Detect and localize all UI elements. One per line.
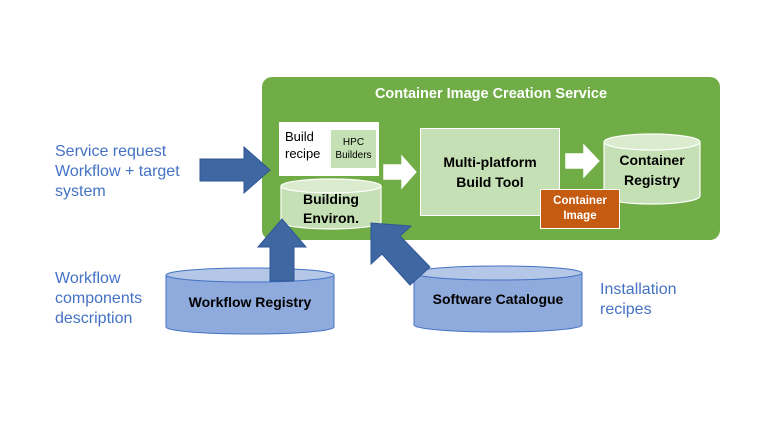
container-image-line1: Container	[553, 195, 607, 207]
build-recipe-label: Build recipe	[285, 128, 325, 162]
recipes-line: recipes	[600, 301, 652, 318]
workflow-registry-label: Workflow Registry	[188, 294, 312, 310]
software-catalogue-cylinder	[413, 265, 583, 333]
workflow-components-text: Workflow components description	[55, 269, 142, 329]
hpc-builders-box: HPC Builders	[331, 130, 376, 168]
building-environ-line1: Building	[302, 191, 359, 207]
build-recipe-line1: Build	[285, 129, 314, 144]
container-registry-cylinder	[603, 133, 701, 205]
container-registry-line1: Container	[619, 152, 685, 168]
hpc-line2: Builders	[335, 150, 372, 161]
multi-platform-build-tool-box: Multi-platform Build Tool	[420, 128, 560, 216]
container-image-line2: Image	[563, 210, 597, 222]
description-line: description	[55, 310, 133, 327]
building-environ-label: Building Environ.	[281, 189, 381, 229]
installation-recipes-text: Installation recipes	[600, 280, 677, 320]
build-tool-line2: Build Tool	[456, 174, 524, 190]
service-request-arrow	[199, 145, 271, 195]
to-build-tool-arrow	[382, 153, 418, 191]
workflow-line: Workflow	[55, 270, 121, 287]
container-image-box: Container Image	[540, 189, 620, 229]
installation-line: Installation	[600, 281, 677, 298]
container-registry-label: Container Registry	[604, 148, 700, 192]
build-recipe-line2: recipe	[285, 146, 321, 161]
building-environ-line2: Environ.	[302, 210, 359, 226]
software-catalogue-diagonal-arrow	[370, 222, 431, 286]
system-line: system	[55, 183, 106, 200]
hpc-line1: HPC	[342, 137, 365, 148]
to-registry-arrow	[564, 142, 601, 180]
build-tool-line1: Multi-platform	[443, 154, 537, 170]
container-registry-line2: Registry	[623, 172, 681, 188]
workflow-registry-up-arrow	[256, 218, 308, 282]
software-catalogue-label: Software Catalogue	[432, 291, 564, 307]
service-request-line: Service request	[55, 143, 167, 160]
components-line: components	[55, 290, 143, 307]
workflow-target-line: Workflow + target	[55, 163, 180, 180]
service-request-text: Service request Workflow + target system	[55, 142, 180, 202]
service-title: Container Image Creation Service	[374, 86, 608, 102]
